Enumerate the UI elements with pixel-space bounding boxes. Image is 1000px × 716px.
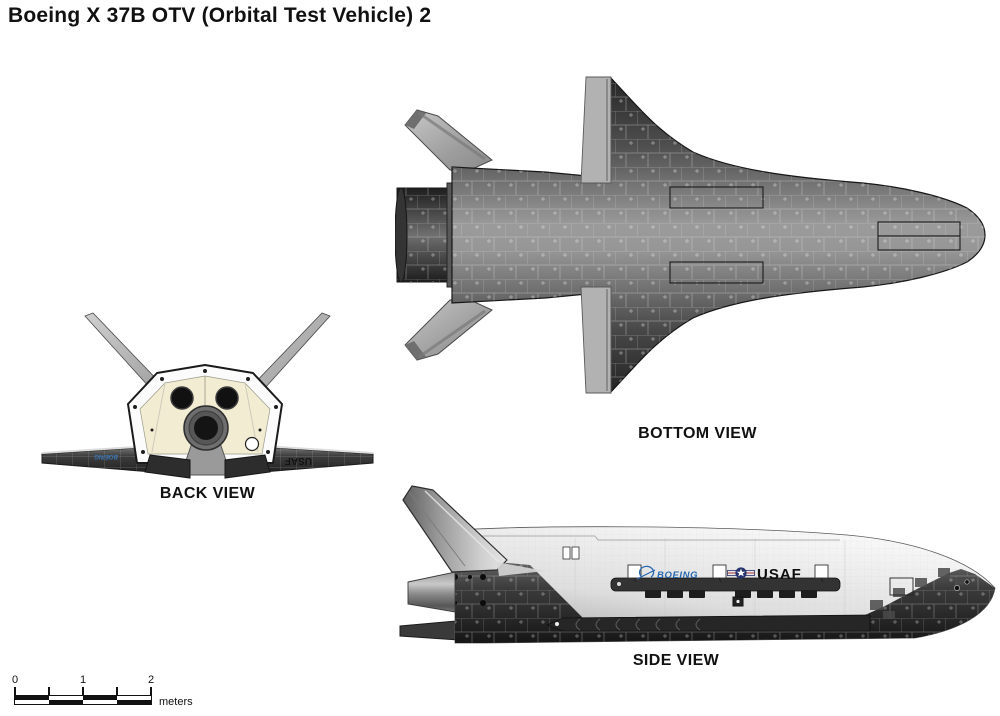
bottom-view-airframe <box>451 76 986 394</box>
main-engine-nozzle <box>183 405 229 451</box>
scale-tick-mark <box>48 687 50 695</box>
side-view-markings: BOEING USAF <box>636 565 802 607</box>
side-view-wing-leading-edge <box>545 614 871 632</box>
scale-bar: 0 1 2 meters <box>11 674 233 714</box>
back-view-label: BACK VIEW <box>159 485 256 502</box>
scale-tick-2: 2 <box>147 674 155 686</box>
page-title: Boeing X 37B OTV (Orbital Test Vehicle) … <box>8 4 432 27</box>
bottom-view-elevon-bottom <box>580 286 612 394</box>
scale-tick-1: 1 <box>79 674 87 686</box>
back-wing-usaf-marking: USAF <box>285 455 312 466</box>
bottom-view-figure <box>395 55 1000 420</box>
bottom-view-engine-nozzle <box>395 182 462 288</box>
side-view-figure: BOEING USAF <box>395 478 1000 650</box>
scale-tick-mark <box>116 687 118 695</box>
bottom-view-vtail-bottom <box>404 298 493 361</box>
main-gear-door-right <box>669 261 764 284</box>
back-view-bulkhead <box>127 364 283 479</box>
thruster-port-right <box>215 386 239 410</box>
scale-tick-mark <box>14 687 16 695</box>
bottom-view-label: BOTTOM VIEW <box>638 425 757 442</box>
usaf-marking: USAF <box>757 566 802 583</box>
scale-tick-mark <box>82 687 84 695</box>
back-wing-boeing-marking: BOEING <box>94 453 118 459</box>
back-view-drawing: BOEING USAF <box>41 312 374 479</box>
side-view-label: SIDE VIEW <box>632 652 720 669</box>
boeing-swoosh-icon <box>636 565 656 580</box>
rail-attach-tabs <box>627 564 829 583</box>
side-view-drawing: BOEING USAF <box>399 485 996 644</box>
usaf-roundel-icon <box>727 567 755 579</box>
thruster-port-left <box>170 386 194 410</box>
back-view-figure: BOEING USAF <box>40 302 375 482</box>
body-flap-right <box>224 454 271 479</box>
payload-bay-rail <box>610 564 841 598</box>
bottom-view-elevon-top <box>580 76 612 184</box>
bottom-view-vtail-top <box>404 109 493 172</box>
scale-unit-label: meters <box>159 696 193 708</box>
aft-port-small <box>244 436 260 452</box>
side-view-engine-nozzle <box>407 571 456 613</box>
scale-tick-0: 0 <box>11 674 19 686</box>
scale-tick-mark <box>150 687 152 695</box>
main-gear-door-left <box>669 186 764 209</box>
side-view-fuselage <box>454 526 996 644</box>
bottom-view-drawing <box>395 76 986 394</box>
side-view-vtail <box>402 485 545 576</box>
scale-bar-checker <box>14 695 152 705</box>
bulkhead-rivets <box>133 369 278 454</box>
body-flap-left <box>144 454 191 479</box>
boeing-marking: BOEING <box>657 570 698 581</box>
